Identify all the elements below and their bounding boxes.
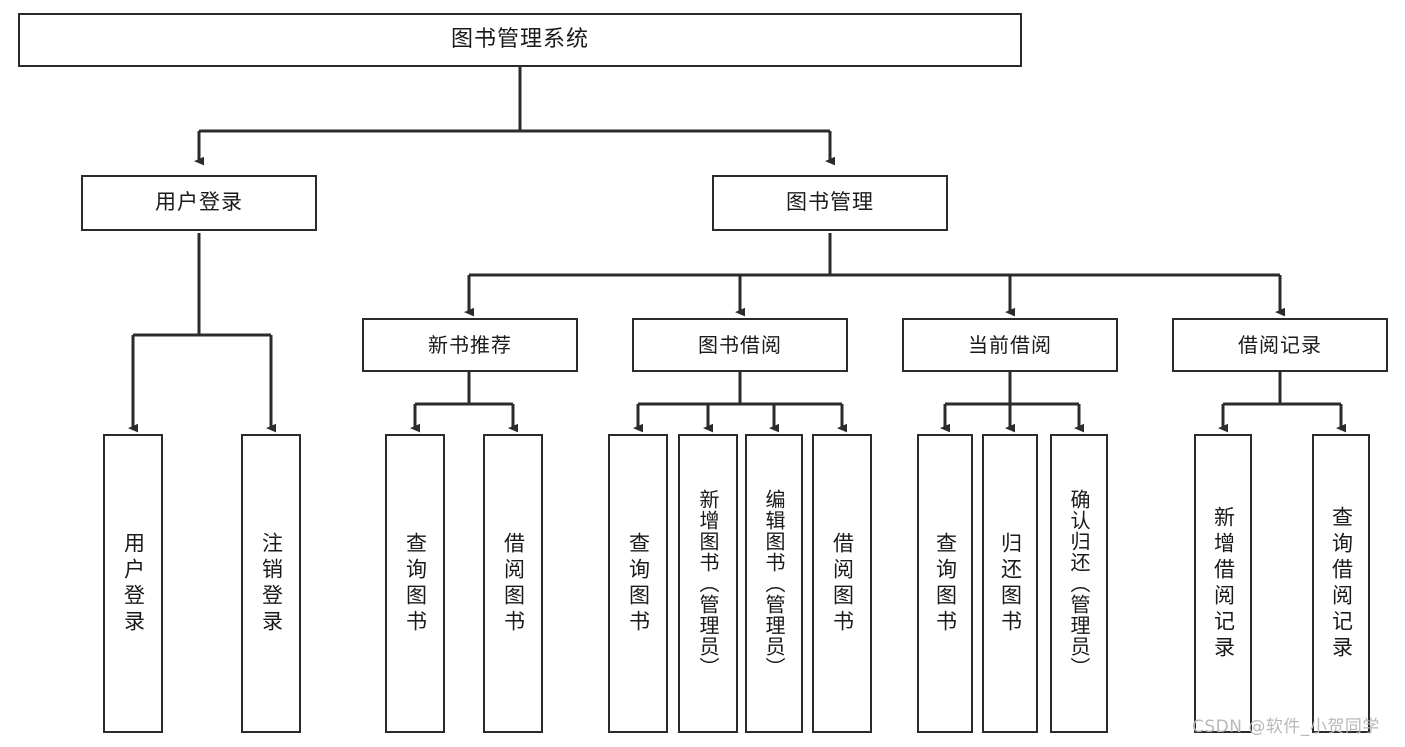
node-leaf-add-record[interactable]: 新增借阅记录: [1194, 434, 1252, 733]
node-leaf-add-record-label: 新增借阅记录: [1211, 505, 1236, 662]
node-leaf-borrow-book-1-label: 借阅图书: [501, 531, 526, 636]
node-new-book-recommend-label: 新书推荐: [428, 332, 512, 357]
node-borrow-record-label: 借阅记录: [1238, 332, 1322, 357]
node-leaf-logout[interactable]: 注销登录: [241, 434, 301, 733]
node-leaf-query-book-1-label: 查询图书: [403, 531, 428, 636]
node-leaf-confirm-return-label: 确认归还（管理员）: [1067, 489, 1091, 678]
node-user-login-label: 用户登录: [155, 190, 243, 215]
node-book-borrow[interactable]: 图书借阅: [632, 318, 848, 372]
node-current-borrow[interactable]: 当前借阅: [902, 318, 1118, 372]
node-leaf-return-book-label: 归还图书: [998, 531, 1023, 636]
node-leaf-query-record[interactable]: 查询借阅记录: [1312, 434, 1370, 733]
node-book-manage-label: 图书管理: [786, 190, 874, 215]
node-root[interactable]: 图书管理系统: [18, 13, 1022, 67]
node-leaf-edit-book-label: 编辑图书（管理员）: [762, 489, 786, 678]
node-leaf-confirm-return[interactable]: 确认归还（管理员）: [1050, 434, 1108, 733]
node-book-borrow-label: 图书借阅: [698, 332, 782, 357]
node-leaf-query-book-1[interactable]: 查询图书: [385, 434, 445, 733]
node-leaf-borrow-book-1[interactable]: 借阅图书: [483, 434, 543, 733]
node-leaf-add-book[interactable]: 新增图书（管理员）: [678, 434, 738, 733]
node-leaf-query-book-3-label: 查询图书: [933, 531, 958, 636]
node-root-label: 图书管理系统: [450, 26, 589, 52]
node-leaf-borrow-book-2-label: 借阅图书: [830, 531, 855, 636]
node-borrow-record[interactable]: 借阅记录: [1172, 318, 1388, 372]
node-leaf-logout-label: 注销登录: [259, 531, 284, 636]
node-leaf-query-record-label: 查询借阅记录: [1329, 505, 1354, 662]
node-leaf-query-book-2[interactable]: 查询图书: [608, 434, 668, 733]
csdn-watermark: CSDN @软件_小贺同学: [1192, 717, 1380, 737]
node-user-login[interactable]: 用户登录: [81, 175, 317, 231]
node-leaf-query-book-2-label: 查询图书: [626, 531, 651, 636]
node-new-book-recommend[interactable]: 新书推荐: [362, 318, 578, 372]
node-leaf-edit-book[interactable]: 编辑图书（管理员）: [745, 434, 803, 733]
node-leaf-query-book-3[interactable]: 查询图书: [917, 434, 973, 733]
node-current-borrow-label: 当前借阅: [968, 332, 1052, 357]
node-leaf-user-login-label: 用户登录: [121, 531, 146, 636]
node-leaf-return-book[interactable]: 归还图书: [982, 434, 1038, 733]
node-leaf-user-login[interactable]: 用户登录: [103, 434, 163, 733]
node-leaf-add-book-label: 新增图书（管理员）: [696, 489, 720, 678]
node-leaf-borrow-book-2[interactable]: 借阅图书: [812, 434, 872, 733]
node-book-manage[interactable]: 图书管理: [712, 175, 948, 231]
